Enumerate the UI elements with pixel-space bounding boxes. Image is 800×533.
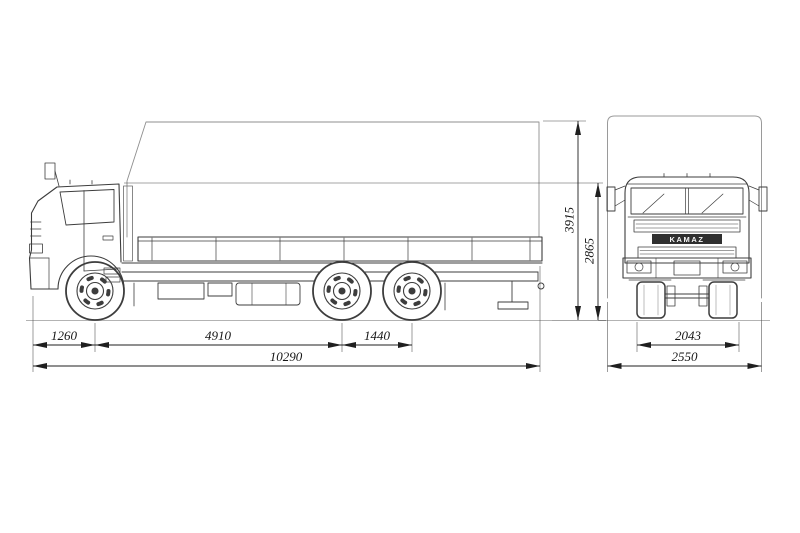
mirror-left bbox=[606, 186, 616, 212]
front-wheel-arch bbox=[57, 255, 125, 290]
wheel-front-left bbox=[636, 281, 666, 319]
roof-marker-lamps bbox=[663, 173, 711, 178]
hub-center bbox=[338, 287, 346, 295]
air-intake-stack bbox=[123, 185, 133, 262]
dim-label-front-overhang: 1260 bbox=[51, 328, 78, 343]
headlight-right bbox=[722, 260, 748, 274]
lug-nuts bbox=[326, 275, 358, 307]
door-handle bbox=[102, 235, 114, 241]
lug-nuts bbox=[396, 275, 428, 307]
front-grille-slats bbox=[30, 221, 42, 237]
mirror-arm bbox=[54, 170, 60, 187]
lug-nuts bbox=[79, 275, 111, 307]
mirror-right bbox=[758, 186, 768, 212]
mirror-right-arm bbox=[748, 185, 760, 191]
wiper-right bbox=[701, 193, 724, 214]
cab-outline bbox=[28, 183, 122, 290]
cab-step-lower bbox=[105, 276, 121, 283]
door-bottom bbox=[83, 268, 119, 272]
hub bbox=[402, 281, 422, 301]
hub-center bbox=[91, 287, 99, 295]
underride-guard-bar bbox=[497, 301, 529, 310]
hub bbox=[332, 281, 352, 301]
license-plate bbox=[673, 260, 701, 276]
platform-side-board bbox=[137, 236, 543, 262]
rim bbox=[76, 272, 114, 310]
headlight-side bbox=[29, 243, 43, 254]
dimension-lines bbox=[33, 121, 762, 369]
headlight-left bbox=[626, 260, 652, 274]
spring-right bbox=[698, 285, 708, 307]
front-bumper bbox=[622, 257, 752, 279]
front-cab: KAMAZ bbox=[606, 173, 768, 279]
spring-left bbox=[666, 285, 676, 307]
dim-label-track: 2043 bbox=[675, 328, 702, 343]
dim-label-bogie-spacing: 1440 bbox=[364, 328, 391, 343]
front-cargo-body bbox=[607, 115, 762, 299]
headlight-left-lamp bbox=[634, 262, 644, 272]
rear-wheel-1 bbox=[312, 261, 372, 321]
front-undercarriage bbox=[628, 279, 746, 319]
side-view-truck bbox=[28, 121, 545, 321]
dim-label-overall-height: 3915 bbox=[562, 207, 577, 235]
mirror-side bbox=[44, 162, 56, 180]
brand-badge-label: KAMAZ bbox=[669, 235, 704, 244]
dim-label-cab-height: 2865 bbox=[582, 238, 597, 265]
wiper-left bbox=[642, 193, 665, 214]
cab-step-upper bbox=[103, 267, 121, 275]
side-tarp-cover bbox=[126, 121, 540, 238]
battery-box bbox=[207, 282, 233, 297]
mirror-left-arm bbox=[614, 199, 626, 207]
rear-wheel-2 bbox=[382, 261, 442, 321]
hub bbox=[85, 281, 105, 301]
front-wheel bbox=[65, 261, 125, 321]
headlight-right-lamp bbox=[730, 262, 740, 272]
cab-window bbox=[59, 189, 115, 226]
brand-badge bbox=[652, 234, 722, 244]
side-platform bbox=[121, 236, 543, 264]
dim-label-overall-width: 2550 bbox=[672, 349, 699, 364]
windshield bbox=[630, 187, 744, 215]
front-view-truck: KAMAZ bbox=[606, 115, 768, 319]
upper-grille bbox=[633, 219, 741, 233]
dimension-labels: 1260 4910 1440 10290 3915 2865 2043 2550 bbox=[51, 207, 702, 365]
dim-label-overall-length: 10290 bbox=[270, 349, 303, 364]
mirror-right-arm bbox=[748, 199, 760, 207]
toolbox bbox=[157, 282, 205, 300]
platform-latches bbox=[151, 237, 531, 261]
fuel-tank bbox=[235, 282, 301, 306]
mirror-left-arm bbox=[614, 185, 626, 191]
dim-label-wheelbase: 4910 bbox=[205, 328, 232, 343]
rim bbox=[393, 272, 431, 310]
wheel-front-right bbox=[708, 281, 738, 319]
rim bbox=[323, 272, 361, 310]
towing-hook bbox=[537, 282, 545, 290]
side-cab bbox=[28, 162, 133, 290]
hub-center bbox=[408, 287, 416, 295]
